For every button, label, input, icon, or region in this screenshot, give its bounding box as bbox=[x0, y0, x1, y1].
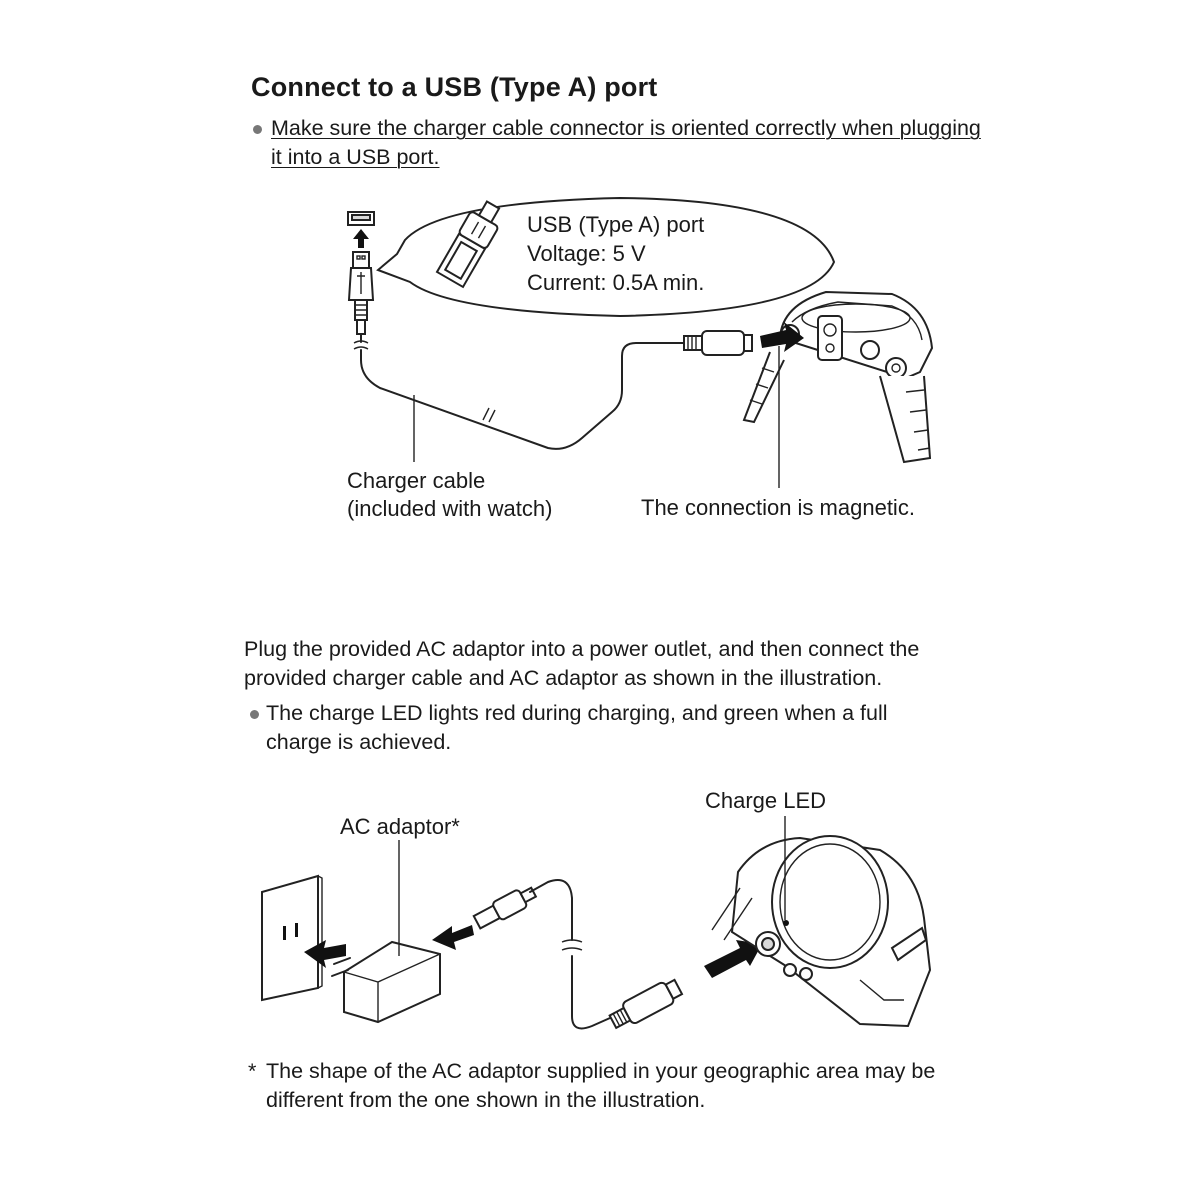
charge-led-note: The charge LED lights red during chargin… bbox=[250, 699, 1010, 757]
port-type-label: USB (Type A) port bbox=[527, 212, 705, 237]
connect-arrow-icon bbox=[760, 322, 804, 352]
usb-plug-icon bbox=[347, 251, 375, 335]
ac-charger-cable bbox=[529, 879, 611, 1030]
ac-magnetic-connector-icon bbox=[608, 978, 684, 1030]
bullet-icon bbox=[250, 710, 259, 719]
watch-side-illustration bbox=[711, 835, 932, 1028]
charger-cable-label: Charger cable bbox=[347, 468, 486, 493]
magnetic-connection-label: The connection is magnetic. bbox=[641, 495, 915, 520]
charger-cable bbox=[360, 333, 687, 450]
orientation-note: Make sure the charger cable connector is… bbox=[253, 114, 1073, 172]
ac-adaptor-instructions-line1: Plug the provided AC adaptor into a powe… bbox=[244, 637, 920, 661]
ac-adaptor-label: AC adaptor* bbox=[340, 814, 460, 839]
bullet-icon bbox=[253, 125, 262, 134]
charger-cable-sublabel: (included with watch) bbox=[347, 496, 553, 521]
ac-adaptor-icon bbox=[331, 940, 441, 1024]
usb-port-icon bbox=[347, 211, 375, 226]
footnote-line2: different from the one shown in the illu… bbox=[266, 1088, 706, 1112]
connect-watch-arrow-icon bbox=[704, 940, 762, 978]
section-heading: Connect to a USB (Type A) port bbox=[251, 72, 658, 102]
up-arrow-icon bbox=[353, 229, 369, 248]
usb-cable-plug-icon bbox=[472, 886, 538, 930]
insert-adaptor-arrow-icon bbox=[432, 925, 474, 950]
footnote-line1: The shape of the AC adaptor supplied in … bbox=[266, 1059, 936, 1083]
footnote-marker: * bbox=[248, 1059, 257, 1083]
port-voltage-label: Voltage: 5 V bbox=[527, 241, 646, 266]
charge-led-label: Charge LED bbox=[705, 788, 827, 813]
watch-angled-illustration bbox=[742, 290, 934, 464]
port-current-label: Current: 0.5A min. bbox=[527, 270, 705, 295]
insert-outlet-arrow-icon bbox=[304, 940, 346, 968]
orientation-note-line1: Make sure the charger cable connector is… bbox=[271, 116, 981, 140]
usb-type-a-plug-icon bbox=[435, 200, 501, 289]
wall-outlet-icon bbox=[261, 874, 323, 1002]
charge-led-note-line2: charge is achieved. bbox=[266, 730, 452, 754]
orientation-note-line2: it into a USB port. bbox=[271, 145, 440, 169]
ac-adaptor-instructions-line2: provided charger cable and AC adaptor as… bbox=[244, 666, 883, 690]
ac-adaptor-illustration bbox=[261, 816, 932, 1030]
magnetic-connector-icon bbox=[683, 330, 753, 356]
charge-led-note-line1: The charge LED lights red during chargin… bbox=[266, 701, 888, 725]
usb-connection-illustration bbox=[347, 196, 934, 488]
